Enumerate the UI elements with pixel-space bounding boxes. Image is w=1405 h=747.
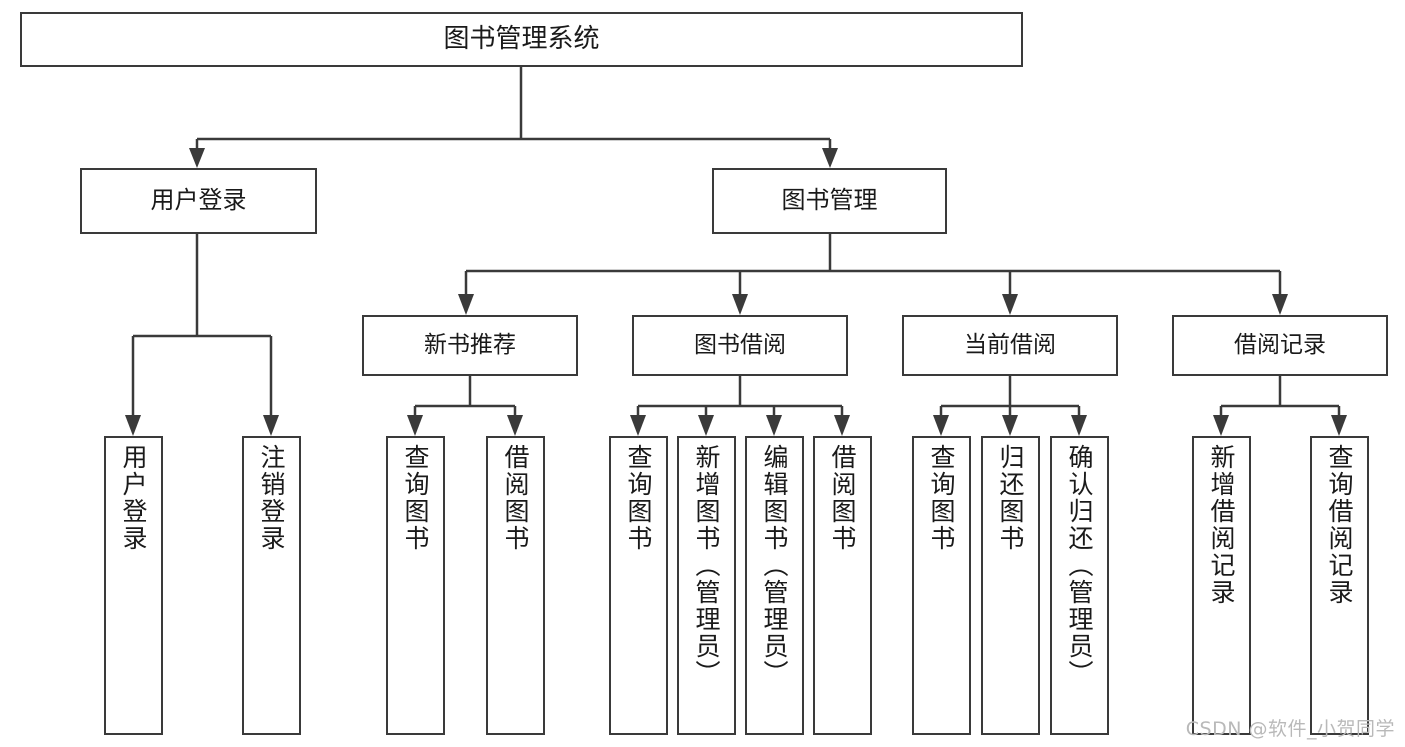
- leaf-borrow-query[interactable]: 查询图书: [609, 436, 668, 735]
- node-user-login[interactable]: 用户登录: [80, 168, 317, 234]
- arrowhead-rec-query: [1331, 415, 1347, 436]
- arrowhead-user-logout: [263, 415, 279, 436]
- leaf-borrow-edit[interactable]: 编辑图书（管理员）: [745, 436, 804, 735]
- leaf-current-confirm[interactable]: 确认归还（管理员）: [1050, 436, 1109, 735]
- leaf-current-query-label: 查询图书: [927, 444, 956, 552]
- node-borrow-records[interactable]: 借阅记录: [1172, 315, 1388, 376]
- arrowhead-user-login: [125, 415, 141, 436]
- leaf-records-add[interactable]: 新增借阅记录: [1192, 436, 1251, 735]
- leaf-borrow-borrow[interactable]: 借阅图书: [813, 436, 872, 735]
- leaf-records-query-label: 查询借阅记录: [1325, 444, 1354, 606]
- leaf-newbook-query[interactable]: 查询图书: [386, 436, 445, 735]
- node-borrow-records-label: 借阅记录: [1234, 332, 1326, 359]
- node-book-borrow-label: 图书借阅: [694, 332, 786, 359]
- leaf-current-confirm-label: 确认归还（管理员）: [1065, 444, 1094, 687]
- watermark-text: CSDN @软件_小贺同学: [1185, 718, 1395, 740]
- leaf-borrow-add-label: 新增图书（管理员）: [692, 444, 721, 687]
- node-current-borrow[interactable]: 当前借阅: [902, 315, 1118, 376]
- node-current-borrow-label: 当前借阅: [964, 332, 1056, 359]
- leaf-user-login[interactable]: 用户登录: [104, 436, 163, 735]
- arrowhead-cur-confirm: [1071, 415, 1087, 436]
- leaf-current-return[interactable]: 归还图书: [981, 436, 1040, 735]
- arrowhead-bw-add: [698, 415, 714, 436]
- leaf-records-add-label: 新增借阅记录: [1207, 444, 1236, 606]
- arrowhead-bw-borrow: [834, 415, 850, 436]
- leaf-current-return-label: 归还图书: [996, 444, 1025, 552]
- leaf-user-logout-label: 注销登录: [257, 444, 286, 552]
- leaf-user-logout[interactable]: 注销登录: [242, 436, 301, 735]
- arrowhead-nb-borrow: [507, 415, 523, 436]
- leaf-current-query[interactable]: 查询图书: [912, 436, 971, 735]
- leaf-newbook-borrow[interactable]: 借阅图书: [486, 436, 545, 735]
- arrowhead-bw-edit: [766, 415, 782, 436]
- leaf-newbook-query-label: 查询图书: [401, 444, 430, 552]
- arrowhead-bookmgmt: [822, 148, 838, 168]
- node-new-book-recommend-label: 新书推荐: [424, 332, 516, 359]
- arrowhead-cur-return: [1002, 415, 1018, 436]
- arrowhead-login: [189, 148, 205, 168]
- node-user-login-label: 用户登录: [150, 186, 247, 215]
- leaf-borrow-query-label: 查询图书: [624, 444, 653, 552]
- node-book-borrow[interactable]: 图书借阅: [632, 315, 848, 376]
- leaf-borrow-add[interactable]: 新增图书（管理员）: [677, 436, 736, 735]
- leaf-borrow-edit-label: 编辑图书（管理员）: [760, 444, 789, 687]
- arrowhead-cur-query: [933, 415, 949, 436]
- node-root[interactable]: 图书管理系统: [20, 12, 1023, 67]
- leaf-records-query[interactable]: 查询借阅记录: [1310, 436, 1369, 735]
- arrowhead-newbook: [458, 294, 474, 315]
- node-new-book-recommend[interactable]: 新书推荐: [362, 315, 578, 376]
- arrowhead-rec-add: [1213, 415, 1229, 436]
- arrowhead-bw-query: [630, 415, 646, 436]
- arrowhead-nb-query: [407, 415, 423, 436]
- leaf-user-login-label: 用户登录: [119, 444, 148, 552]
- arrowhead-records: [1272, 294, 1288, 315]
- node-book-management[interactable]: 图书管理: [712, 168, 947, 234]
- arrowhead-current: [1002, 294, 1018, 315]
- node-root-label: 图书管理系统: [443, 23, 600, 54]
- arrowhead-borrow: [732, 294, 748, 315]
- node-book-management-label: 图书管理: [781, 186, 878, 215]
- leaf-newbook-borrow-label: 借阅图书: [501, 444, 530, 552]
- leaf-borrow-borrow-label: 借阅图书: [828, 444, 857, 552]
